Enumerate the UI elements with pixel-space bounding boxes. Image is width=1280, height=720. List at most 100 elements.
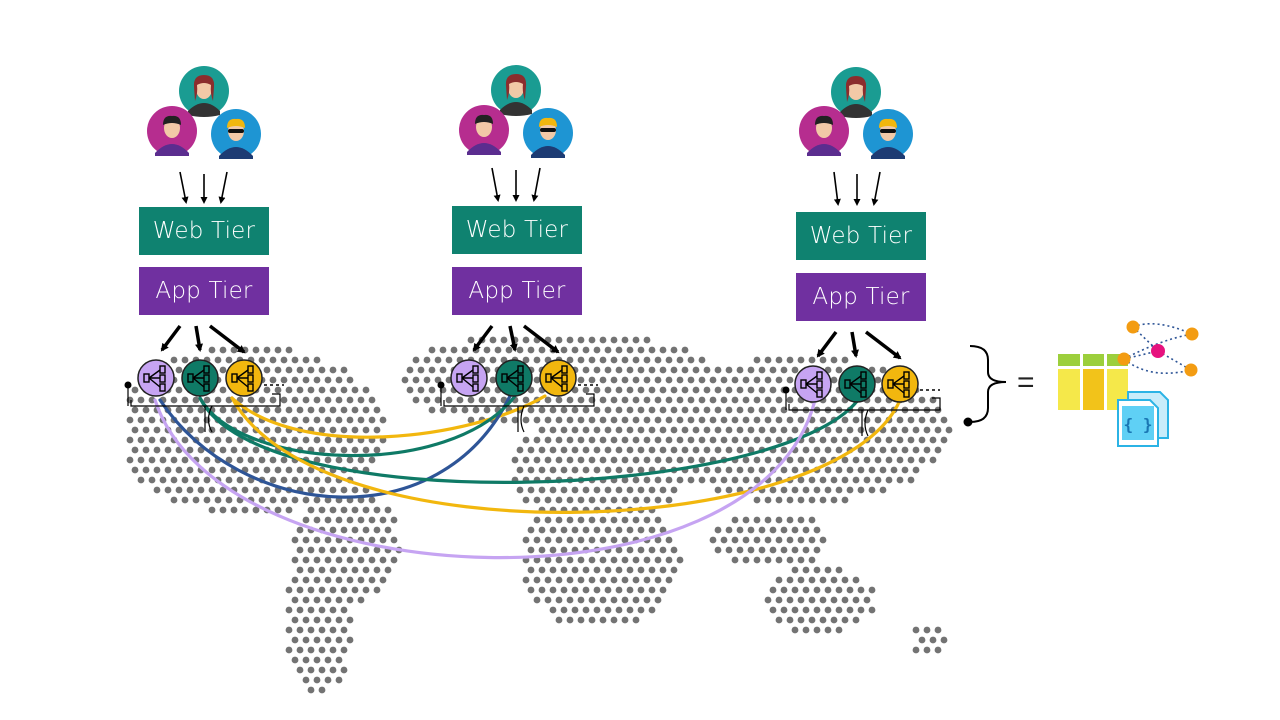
map-dot bbox=[593, 406, 601, 414]
map-dot bbox=[615, 406, 623, 414]
map-dot bbox=[621, 376, 629, 384]
map-dot bbox=[714, 526, 722, 534]
map-dot bbox=[368, 456, 376, 464]
map-dot bbox=[615, 446, 623, 454]
map-dot bbox=[632, 476, 640, 484]
map-dot bbox=[318, 486, 326, 494]
map-dot bbox=[368, 416, 376, 424]
map-dot bbox=[346, 556, 354, 564]
map-dot bbox=[588, 536, 596, 544]
map-dot bbox=[698, 416, 706, 424]
map-dot bbox=[252, 506, 260, 514]
map-dot bbox=[296, 386, 304, 394]
map-dot bbox=[621, 496, 629, 504]
map-dot bbox=[500, 416, 508, 424]
map-dot bbox=[269, 356, 277, 364]
map-dot bbox=[527, 546, 535, 554]
map-dot bbox=[615, 566, 623, 574]
map-dot bbox=[181, 496, 189, 504]
map-dot bbox=[659, 586, 667, 594]
map-dot bbox=[329, 666, 337, 674]
map-dot bbox=[555, 536, 563, 544]
map-dot bbox=[181, 436, 189, 444]
map-dot bbox=[907, 456, 915, 464]
map-dot bbox=[797, 556, 805, 564]
map-dot bbox=[731, 436, 739, 444]
map-dot bbox=[786, 496, 794, 504]
map-dot bbox=[445, 396, 453, 404]
map-dot bbox=[285, 346, 293, 354]
map-dot bbox=[560, 346, 568, 354]
map-dot bbox=[687, 356, 695, 364]
map-dot bbox=[835, 366, 843, 374]
map-dot bbox=[362, 586, 370, 594]
partition-arrows-2 bbox=[472, 324, 560, 354]
map-dot bbox=[912, 426, 920, 434]
map-dot bbox=[868, 586, 876, 594]
map-dot bbox=[236, 456, 244, 464]
user-icon bbox=[863, 109, 913, 159]
map-dot bbox=[566, 496, 574, 504]
map-dot bbox=[797, 456, 805, 464]
map-dot bbox=[852, 616, 860, 624]
map-dot bbox=[791, 486, 799, 494]
map-dot bbox=[280, 496, 288, 504]
map-dot bbox=[335, 676, 343, 684]
map-dot bbox=[621, 476, 629, 484]
map-dot bbox=[313, 596, 321, 604]
map-dot bbox=[285, 466, 293, 474]
map-dot bbox=[285, 506, 293, 514]
map-dot bbox=[637, 406, 645, 414]
map-dot bbox=[857, 606, 865, 614]
map-dot bbox=[313, 516, 321, 524]
map-dot bbox=[379, 536, 387, 544]
map-dot bbox=[808, 556, 816, 564]
map-dot bbox=[582, 366, 590, 374]
map-dot bbox=[929, 416, 937, 424]
map-dot bbox=[577, 436, 585, 444]
map-dot bbox=[593, 486, 601, 494]
map-dot bbox=[582, 346, 590, 354]
map-dot bbox=[285, 646, 293, 654]
map-dot bbox=[417, 366, 425, 374]
map-dot bbox=[923, 646, 931, 654]
map-dot bbox=[296, 646, 304, 654]
map-dot bbox=[131, 446, 139, 454]
map-dot bbox=[571, 526, 579, 534]
map-dot bbox=[720, 436, 728, 444]
map-dot bbox=[357, 396, 365, 404]
map-dot bbox=[742, 476, 750, 484]
map-dot bbox=[533, 436, 541, 444]
map-dot bbox=[725, 446, 733, 454]
map-dot bbox=[681, 446, 689, 454]
map-dot bbox=[791, 546, 799, 554]
map-dot bbox=[560, 446, 568, 454]
map-dot bbox=[912, 466, 920, 474]
map-dot bbox=[571, 586, 579, 594]
map-dot bbox=[258, 396, 266, 404]
map-dot bbox=[307, 406, 315, 414]
map-dot bbox=[175, 466, 183, 474]
map-dot bbox=[808, 616, 816, 624]
map-dot bbox=[648, 446, 656, 454]
map-dot bbox=[852, 596, 860, 604]
map-dot bbox=[302, 396, 310, 404]
map-dot bbox=[940, 636, 948, 644]
map-dot bbox=[489, 396, 497, 404]
map-dot bbox=[522, 356, 530, 364]
map-dot bbox=[340, 426, 348, 434]
map-dot bbox=[797, 476, 805, 484]
map-dot bbox=[626, 386, 634, 394]
map-dot bbox=[219, 466, 227, 474]
map-dot bbox=[555, 516, 563, 524]
map-dot bbox=[538, 546, 546, 554]
partition-icon bbox=[838, 365, 876, 403]
map-dot bbox=[538, 566, 546, 574]
map-dot bbox=[654, 516, 662, 524]
map-dot bbox=[555, 576, 563, 584]
map-dot bbox=[648, 346, 656, 354]
map-dot bbox=[269, 396, 277, 404]
map-dot bbox=[203, 436, 211, 444]
map-dot bbox=[373, 506, 381, 514]
map-dot bbox=[577, 496, 585, 504]
